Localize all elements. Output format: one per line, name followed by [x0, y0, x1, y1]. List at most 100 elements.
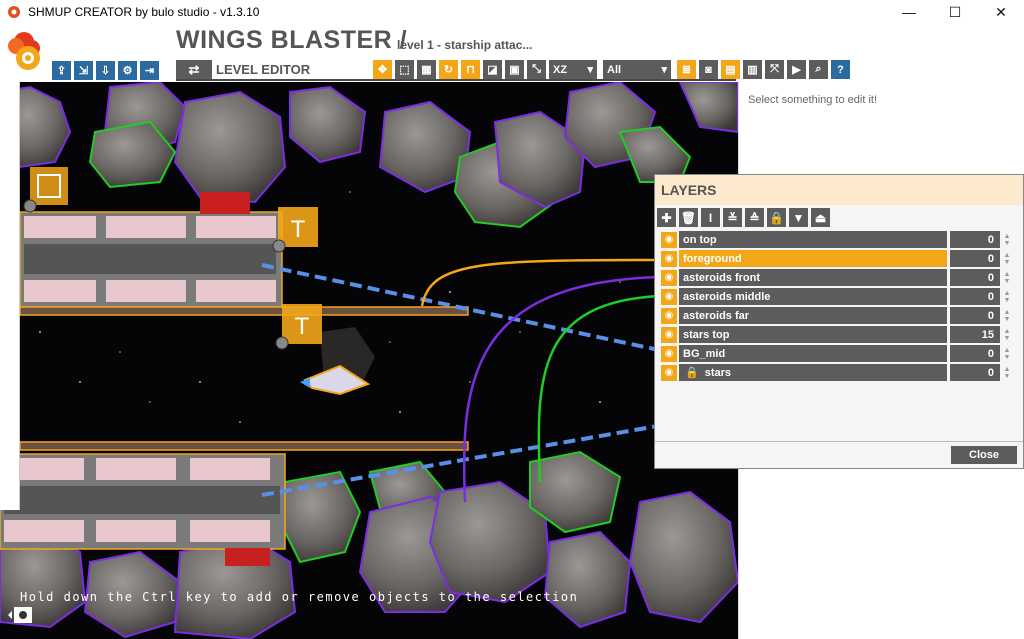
- search-icon[interactable]: ⌕: [809, 60, 828, 79]
- layer-name-selected[interactable]: foreground: [679, 250, 947, 267]
- layers-icon[interactable]: ≣: [677, 60, 696, 79]
- screenshot-icon[interactable]: [6, 605, 34, 625]
- layer-order[interactable]: 0: [950, 288, 1000, 305]
- move-tool-icon[interactable]: ✥: [373, 60, 392, 79]
- layer-name[interactable]: asteroids far: [679, 307, 947, 324]
- camera-icon[interactable]: ◙: [699, 60, 718, 79]
- layers-toolbar: ✚ 🗑 I ≚ ≙ 🔒 ▼ ⏏: [655, 205, 1023, 230]
- layer-order[interactable]: 0: [950, 307, 1000, 324]
- layer-name[interactable]: asteroids front: [679, 269, 947, 286]
- layer-order-value: 0: [987, 252, 994, 265]
- layer-row[interactable]: ◉ asteroids far 0 ▲▼: [661, 307, 1012, 324]
- lock-tool-icon[interactable]: ▣: [505, 60, 524, 79]
- camera-paths-icon[interactable]: ▤: [721, 60, 740, 79]
- layer-order-value: 0: [987, 366, 994, 379]
- rename-layer-icon[interactable]: I: [701, 208, 720, 227]
- play-icon[interactable]: ▶: [787, 60, 806, 79]
- eye-icon[interactable]: ◉: [661, 307, 677, 324]
- scale-tool-icon[interactable]: ◪: [483, 60, 502, 79]
- chevron-down-icon: ▾: [661, 64, 667, 76]
- stepper-icon[interactable]: ▲▼: [1003, 270, 1011, 285]
- resize-tool-icon[interactable]: ⤡: [527, 60, 546, 79]
- close-layers-button[interactable]: Close: [951, 446, 1017, 464]
- window-title: SHMUP CREATOR by bulo studio - v1.3.10: [28, 5, 260, 19]
- exit-icon[interactable]: ⇥: [140, 60, 159, 80]
- eye-icon[interactable]: ◉: [661, 364, 677, 381]
- filter-select-value: All: [607, 63, 622, 76]
- layer-name-locked[interactable]: 🔒 stars: [679, 364, 947, 381]
- eye-icon[interactable]: ◉: [661, 288, 677, 305]
- app-icon: [8, 6, 20, 18]
- layer-row[interactable]: ◉ 🔒 stars 0 ▲▼: [661, 364, 1012, 381]
- clipboard-icon[interactable]: ▥: [743, 60, 762, 79]
- stepper-icon[interactable]: ▲▼: [1003, 251, 1011, 266]
- help-icon[interactable]: ?: [831, 60, 850, 79]
- switch-mode-icon[interactable]: ⇄: [176, 60, 212, 79]
- eye-icon[interactable]: ◉: [661, 231, 677, 248]
- mode-label: LEVEL EDITOR: [216, 62, 311, 77]
- download-icon[interactable]: ⇩: [96, 60, 115, 80]
- stepper-icon[interactable]: ▲▼: [1003, 346, 1011, 361]
- eye-icon[interactable]: ◉: [661, 250, 677, 267]
- move-down-icon[interactable]: ▼: [789, 208, 808, 227]
- eye-icon[interactable]: ◉: [661, 269, 677, 286]
- layer-order[interactable]: 15: [950, 326, 1000, 343]
- stepper-icon[interactable]: ▲▼: [1003, 365, 1011, 380]
- delete-layer-icon[interactable]: 🗑: [679, 208, 698, 227]
- export-icon[interactable]: ⇪: [52, 60, 71, 80]
- eye-icon[interactable]: ◉: [661, 326, 677, 343]
- markers: T T: [23, 167, 322, 350]
- stepper-icon[interactable]: ▲▼: [1003, 232, 1011, 247]
- layer-order[interactable]: 0: [950, 345, 1000, 362]
- left-scrollbar[interactable]: [0, 82, 20, 510]
- layer-name[interactable]: on top: [679, 231, 947, 248]
- layer-order-value: 15: [981, 328, 994, 341]
- lock-icon: 🔒: [685, 367, 699, 379]
- import-icon[interactable]: ⇲: [74, 60, 93, 80]
- flatten-layer-icon[interactable]: ≙: [745, 208, 764, 227]
- logo-icon: [8, 32, 40, 70]
- layer-order-value: 0: [987, 290, 994, 303]
- layer-row[interactable]: ◉ BG_mid 0 ▲▼: [661, 345, 1012, 362]
- layer-name[interactable]: asteroids middle: [679, 288, 947, 305]
- rotate-tool-icon[interactable]: ↻: [439, 60, 458, 79]
- stepper-icon[interactable]: ▲▼: [1003, 289, 1011, 304]
- level-title: level 1 - starship attac...: [397, 38, 533, 52]
- stepper-icon[interactable]: ▲▼: [1003, 308, 1011, 323]
- lock-layer-icon[interactable]: 🔒: [767, 208, 786, 227]
- layer-name[interactable]: stars top: [679, 326, 947, 343]
- merge-layer-icon[interactable]: ≚: [723, 208, 742, 227]
- layer-order-value: 0: [987, 233, 994, 246]
- eye-icon[interactable]: ◉: [661, 345, 677, 362]
- layer-row[interactable]: ◉ asteroids middle 0 ▲▼: [661, 288, 1012, 305]
- layer-order[interactable]: 0: [950, 231, 1000, 248]
- layer-row[interactable]: ◉ foreground 0 ▲▼: [661, 250, 1012, 267]
- layer-label: stars: [704, 366, 731, 379]
- transform-icon[interactable]: ⤧: [765, 60, 784, 79]
- minimize-button[interactable]: —: [902, 4, 916, 20]
- add-layer-icon[interactable]: ✚: [657, 208, 676, 227]
- maximize-button[interactable]: ☐: [948, 3, 962, 20]
- layer-order[interactable]: 0: [950, 364, 1000, 381]
- grid-tool-icon[interactable]: ▦: [417, 60, 436, 79]
- layer-row[interactable]: ◉ on top 0 ▲▼: [661, 231, 1012, 248]
- filter-select[interactable]: All ▾: [603, 60, 671, 79]
- layer-row[interactable]: ◉ asteroids front 0 ▲▼: [661, 269, 1012, 286]
- player-ship: [300, 364, 371, 396]
- move-up-icon[interactable]: ⏏: [811, 208, 830, 227]
- layer-row[interactable]: ◉ stars top 15 ▲▼: [661, 326, 1012, 343]
- settings-icon[interactable]: ⚙: [118, 60, 137, 80]
- close-window-button[interactable]: ✕: [995, 3, 1007, 20]
- snap-tool-icon[interactable]: ⊓: [461, 60, 480, 79]
- level-canvas[interactable]: T T: [0, 82, 738, 639]
- select-tool-icon[interactable]: ⬚: [395, 60, 414, 79]
- annotation-arrows: [420, 258, 661, 503]
- layer-name[interactable]: BG_mid: [679, 345, 947, 362]
- axis-select[interactable]: XZ▾: [549, 60, 597, 79]
- layer-order-value: 0: [987, 271, 994, 284]
- layer-order[interactable]: 0: [950, 250, 1000, 267]
- svg-text:T: T: [295, 313, 310, 340]
- layer-order[interactable]: 0: [950, 269, 1000, 286]
- stepper-icon[interactable]: ▲▼: [1003, 327, 1011, 342]
